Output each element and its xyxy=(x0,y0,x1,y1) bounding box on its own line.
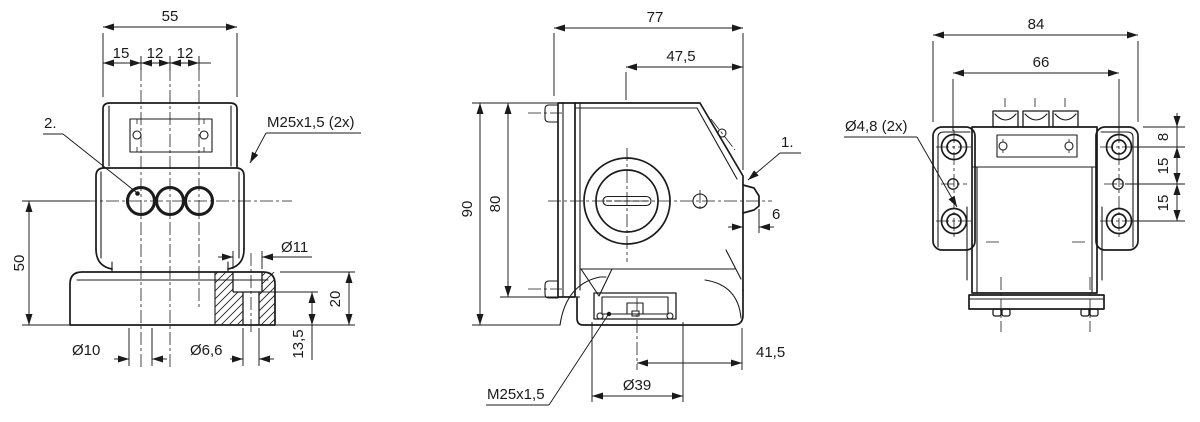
dim-side-height: 90 xyxy=(459,201,476,218)
dim-hole-pitch-b: 15 xyxy=(1155,195,1172,212)
label-thread-side: M25x1,5 xyxy=(487,386,545,403)
rear-view: 84 66 Ø4,8 (2x) 8 15 15 xyxy=(844,16,1185,332)
side-centerlines xyxy=(528,112,772,370)
dim-side-front-offset: 47,5 xyxy=(666,48,695,65)
dim-rear-width: 84 xyxy=(1028,16,1045,33)
label-item-2: 2. xyxy=(44,115,57,132)
dim-gland-hole: Ø10 xyxy=(72,342,100,359)
dim-hole-pitch: 66 xyxy=(1033,54,1050,71)
dim-front-width: 55 xyxy=(162,8,179,25)
dim-front-seg-b: 12 xyxy=(147,45,164,62)
dim-counterbore: Ø11 xyxy=(281,239,308,256)
cover-screw-port xyxy=(583,157,708,245)
dim-gland-dia: Ø39 xyxy=(623,377,651,394)
front-outline xyxy=(69,102,276,326)
side-view: 77 47,5 90 80 6 41,5 Ø39 M25x1,5 xyxy=(459,9,801,406)
mounting-holes xyxy=(940,133,1133,235)
dim-hole-top-offset: 8 xyxy=(1155,133,1172,141)
dim-hole-depth: 13,5 xyxy=(290,329,307,358)
dim-front-height: 50 xyxy=(11,255,28,272)
cable-entry-holes xyxy=(125,185,215,217)
dim-hole-pitch-a: 15 xyxy=(1155,158,1172,175)
rear-dimensions: 84 66 Ø4,8 (2x) 8 15 15 xyxy=(844,16,1185,222)
dim-gland-offset: 41,5 xyxy=(756,344,785,361)
front-view: 55 15 12 12 50 Ø11 20 13,5 xyxy=(11,8,361,368)
label-rear-holes: Ø4,8 (2x) xyxy=(845,118,908,135)
side-outline xyxy=(544,102,760,326)
leader-dot xyxy=(135,191,140,196)
dim-button-width: 6 xyxy=(772,206,780,223)
label-thread-front: M25x1,5 (2x) xyxy=(267,114,355,131)
dim-front-seg-c: 12 xyxy=(177,45,194,62)
rear-centerlines xyxy=(936,98,1160,332)
label-item-1: 1. xyxy=(781,134,794,151)
side-dimensions: 77 47,5 90 80 6 41,5 Ø39 M25x1,5 xyxy=(459,9,801,406)
bottom-gland xyxy=(593,292,677,320)
dim-screw-hole: Ø6,6 xyxy=(190,342,223,359)
rear-outline xyxy=(932,110,1139,317)
dim-boss-height: 20 xyxy=(327,291,344,308)
leader-dot xyxy=(606,311,612,317)
dim-front-seg-a: 15 xyxy=(113,45,130,62)
dim-side-depth: 77 xyxy=(647,9,664,26)
front-dimensions: 55 15 12 12 50 Ø11 20 13,5 xyxy=(11,8,361,366)
dim-side-plate-height: 80 xyxy=(487,196,504,213)
